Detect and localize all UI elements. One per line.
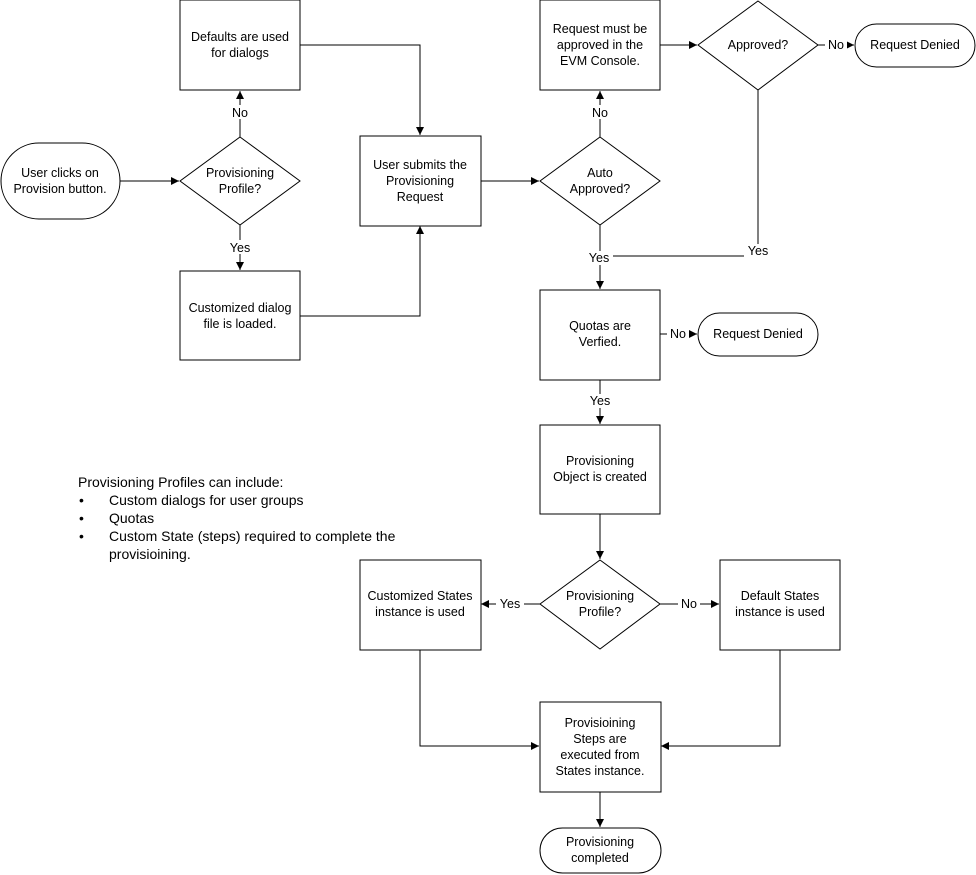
node-label-line: instance is used [735, 605, 825, 619]
profile-check-decision [179, 136, 301, 226]
node-label-line: User clicks on [21, 166, 99, 180]
denied-approval-terminator [854, 23, 976, 68]
approved-decision [697, 0, 819, 91]
node-labels: User clicks on Provision button. Provisio… [13, 22, 959, 865]
edge-default-states-to-steps [661, 650, 781, 750]
auto-yes-label: Yes [589, 251, 609, 265]
node-label-line: Approved? [570, 182, 631, 196]
node-label-line: Provision button. [13, 182, 106, 196]
approved-no-label: No [828, 38, 844, 52]
node-label-line: User submits the [373, 158, 467, 172]
object-created-box [539, 424, 661, 515]
node-label-line: States instance. [556, 764, 645, 778]
profiles-note: Provisioning Profiles can include: Custo… [78, 473, 408, 563]
node-label-line: Request Denied [870, 38, 960, 52]
profiles-note-list: Custom dialogs for user groups Quotas Cu… [78, 491, 408, 563]
quota-no-label: No [670, 327, 686, 341]
profiles-note-title: Provisioning Profiles can include: [78, 474, 284, 490]
node-label-line: file is loaded. [204, 317, 277, 331]
node-label-line: Request must be [553, 22, 648, 36]
node-label-line: Profile? [579, 605, 621, 619]
default-states-box [719, 559, 841, 651]
profile-no-label: No [232, 106, 248, 120]
completed-terminator [539, 827, 662, 874]
node-label-line: for dialogs [211, 46, 269, 60]
node-label-line: Steps are [573, 732, 627, 746]
approved-label: Approved? [728, 38, 789, 52]
edge-defaults-to-submit [300, 44, 424, 135]
profile-yes-label: Yes [230, 241, 250, 255]
completed-label: Provisioning completed [566, 835, 634, 865]
node-label-line: Customized dialog [189, 301, 292, 315]
node-label-line: completed [571, 851, 629, 865]
node-label-line: Provisioining [565, 716, 636, 730]
console-approval-box [539, 0, 661, 91]
node-label-line: Verfied. [579, 335, 621, 349]
denied-quota-terminator [697, 312, 819, 357]
auto-approved-decision [539, 136, 661, 226]
steps-executed-box [539, 701, 662, 793]
node-label-line: executed from [560, 748, 639, 762]
denied-quota-label: Request Denied [713, 327, 803, 341]
custom-dialog-label: Customized dialog file is loaded. [189, 301, 292, 331]
node-label-line: instance is used [375, 605, 465, 619]
profile-check2-decision [539, 559, 661, 650]
node-label-line: Provisioning [566, 454, 634, 468]
node-label-line: Profile? [219, 182, 261, 196]
node-label-line: Provisioning [566, 835, 634, 849]
edge-custom-to-submit [300, 226, 424, 317]
submit-request-box [359, 135, 482, 227]
node-label-line: Provisioning [386, 174, 454, 188]
profiles-note-item: Custom State (steps) required to complet… [78, 527, 408, 563]
profiles-note-item: Quotas [78, 509, 408, 527]
approved-yes-label: Yes [748, 244, 768, 258]
profiles-note-item: Custom dialogs for user groups [78, 491, 408, 509]
node-label-line: Default States [741, 589, 820, 603]
node-label-line: Quotas are [569, 319, 631, 333]
node-label-line: Customized States [368, 589, 473, 603]
start-terminator [0, 142, 121, 220]
node-label-line: Defaults are used [191, 30, 289, 44]
edge-labels: No Yes No Yes No Yes No Yes Yes No [226, 38, 847, 611]
auto-no-label: No [592, 106, 608, 120]
node-label-line: Object is created [553, 470, 647, 484]
node-label-line: Auto [587, 166, 613, 180]
edge-custom-states-to-steps [419, 650, 539, 750]
node-label-line: Approved? [728, 38, 789, 52]
quota-yes-label: Yes [590, 394, 610, 408]
custom-states-box [359, 559, 482, 651]
defaults-dialogs-box [179, 0, 301, 91]
node-label-line: EVM Console. [560, 54, 640, 68]
node-label-line: Request Denied [713, 327, 803, 341]
defaults-dialogs-label: Defaults are used for dialogs [191, 30, 289, 60]
default-states-label: Default States instance is used [735, 589, 825, 619]
node-label-line: approved in the [557, 38, 643, 52]
quotas-box [539, 289, 661, 381]
node-label-line: Provisioning [566, 589, 634, 603]
custom-dialog-box [179, 270, 301, 361]
denied-approval-label: Request Denied [870, 38, 960, 52]
profile2-yes-label: Yes [500, 597, 520, 611]
profile2-no-label: No [681, 597, 697, 611]
node-label-line: Request [397, 190, 444, 204]
node-label-line: Provisioning [206, 166, 274, 180]
start-label: User clicks on Provision button. [13, 166, 106, 196]
custom-states-label: Customized States instance is used [368, 589, 473, 619]
